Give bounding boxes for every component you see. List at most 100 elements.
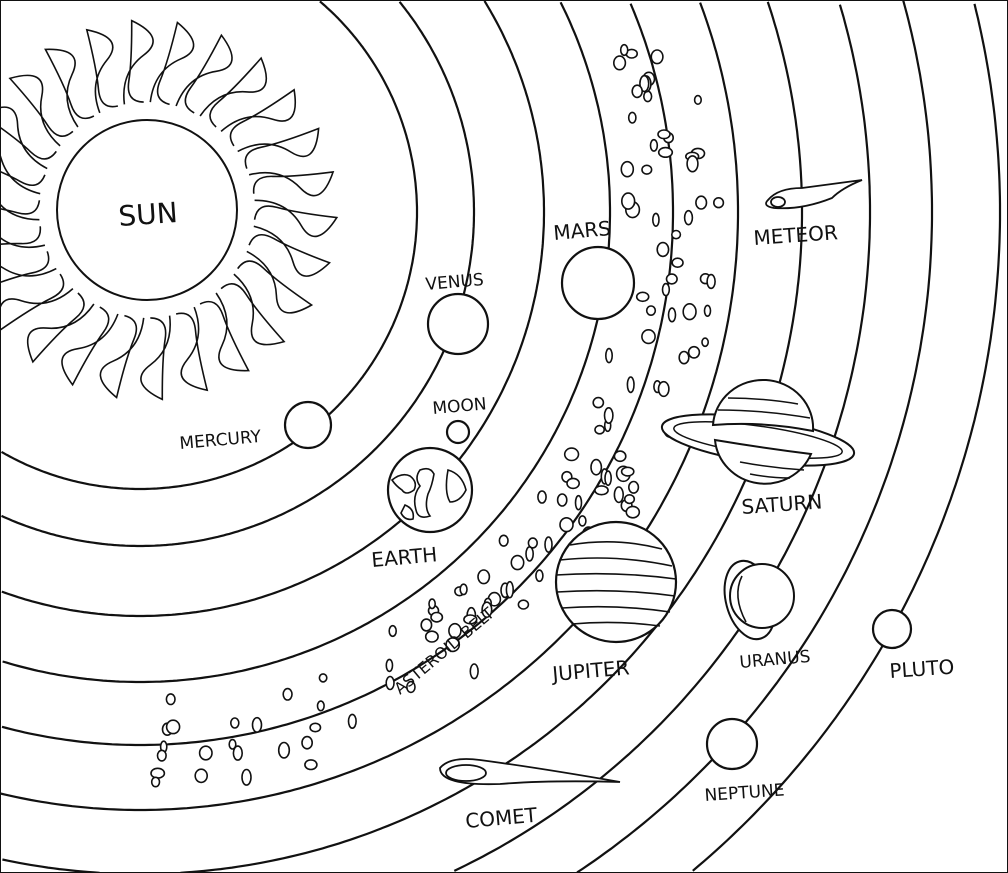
label-comet: COMET [464, 803, 538, 833]
asteroid [318, 673, 328, 683]
asteroid [661, 282, 671, 297]
sun-flame [44, 48, 95, 128]
label-asteroid-belt: ASTEROID BELT [390, 603, 498, 698]
asteroid [706, 273, 716, 290]
asteroid [604, 347, 613, 364]
sun-flame [8, 74, 74, 147]
sun-flame [85, 28, 119, 114]
asteroid [620, 466, 635, 477]
sun-flames [0, 19, 339, 401]
comet [439, 758, 621, 786]
asteroid [687, 345, 701, 359]
asteroid [563, 447, 580, 462]
asteroid [625, 505, 641, 519]
asteroid [594, 424, 605, 435]
sun-flame [0, 251, 57, 284]
meteor [765, 179, 863, 210]
asteroid [645, 305, 657, 316]
asteroid [627, 480, 640, 494]
asteroid [510, 554, 525, 571]
orbit-line [0, 212, 419, 491]
label-moon: MOON [432, 394, 488, 419]
orbit-line [629, 3, 675, 212]
orbit-line [766, 1, 804, 212]
orbit-line [973, 3, 1002, 212]
sun-flame [237, 127, 320, 169]
asteroid [592, 396, 605, 409]
asteroid [603, 406, 614, 424]
asteroid [652, 212, 660, 228]
orbit-line [319, 0, 419, 212]
sun [56, 119, 238, 301]
orbit-line [1, 212, 546, 618]
asteroid [165, 693, 176, 706]
asteroid [198, 745, 213, 761]
asteroid [463, 614, 478, 625]
asteroid [594, 485, 609, 496]
asteroid [701, 337, 709, 348]
asteroid [590, 458, 603, 476]
asteroid [623, 494, 636, 505]
asteroid [671, 257, 684, 269]
planet-saturn [660, 378, 856, 485]
asteroid [620, 160, 635, 178]
asteroid [635, 291, 650, 303]
asteroid [703, 304, 712, 317]
sun-flame [248, 225, 331, 277]
asteroid [670, 229, 682, 240]
asteroid [686, 155, 699, 173]
orbit-line [180, 212, 804, 873]
asteroid [631, 84, 644, 99]
asteroid [657, 129, 671, 140]
sun-flame [140, 315, 171, 401]
planet-mars [560, 245, 636, 321]
moon [445, 419, 471, 445]
orbit-line [692, 212, 1002, 872]
asteroid [613, 486, 624, 504]
asteroid [544, 536, 553, 553]
sun-flame [175, 33, 233, 114]
asteroid [626, 376, 635, 394]
asteroid [657, 380, 670, 398]
asteroid [477, 569, 491, 585]
asteroid [251, 716, 263, 733]
label-mars: MARS [552, 216, 611, 245]
asteroid [150, 767, 166, 779]
sun-flame [149, 21, 195, 106]
asteroid [282, 687, 293, 701]
asteroid [277, 741, 291, 759]
asteroid [620, 192, 636, 210]
asteroid [535, 569, 544, 583]
sun-flame [0, 200, 41, 221]
planet-venus [426, 292, 490, 356]
orbit-line [838, 4, 872, 212]
orbit-line [902, 0, 934, 212]
asteroid [405, 680, 416, 694]
asteroid [667, 307, 677, 323]
asteroid [639, 74, 650, 93]
orbit-line [483, 0, 546, 212]
planet-uranus [723, 559, 795, 641]
asteroid [385, 675, 395, 691]
asteroid [498, 534, 509, 547]
asteroid [693, 94, 703, 105]
asteroid [304, 759, 318, 771]
asteroid [505, 580, 514, 599]
asteroid [459, 583, 468, 596]
label-mercury: MERCURY [179, 427, 263, 454]
sun-flame [0, 153, 46, 195]
asteroid [525, 546, 534, 562]
sun-flame [199, 292, 250, 372]
asteroid [156, 749, 167, 762]
asteroid [683, 209, 694, 226]
label-jupiter: JUPITER [549, 655, 630, 686]
asteroid [309, 722, 322, 733]
label-pluto: PLUTO [889, 655, 955, 683]
sun-flame [237, 250, 314, 314]
earth-continents [390, 467, 467, 521]
orbit-line [699, 2, 740, 212]
asteroid [165, 719, 181, 735]
sun-flame [220, 88, 296, 147]
